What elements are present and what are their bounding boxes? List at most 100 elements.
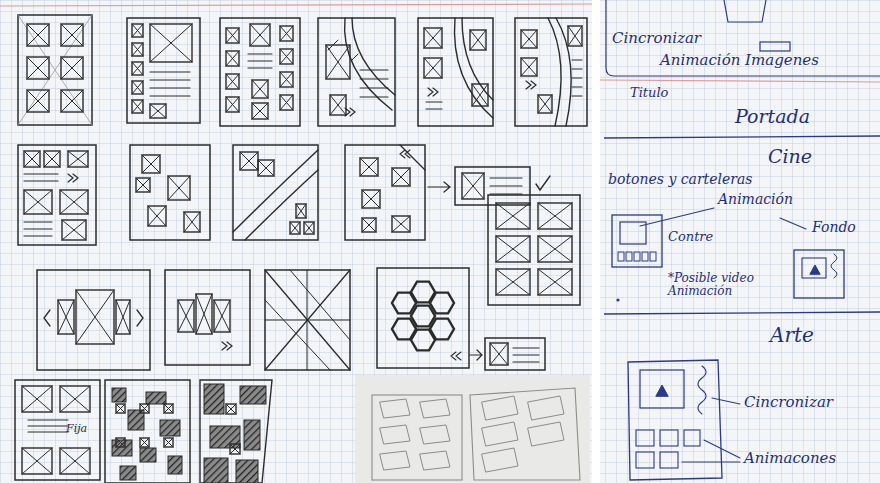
sketch-line bbox=[60, 448, 90, 474]
sketch-line bbox=[24, 151, 40, 167]
sketch-line bbox=[226, 28, 239, 43]
sketch-line bbox=[265, 320, 350, 321]
sketch-frame bbox=[226, 74, 239, 89]
sketch-line bbox=[248, 67, 272, 68]
sketch-line bbox=[24, 228, 52, 229]
sketch-line bbox=[326, 45, 350, 79]
sketch-stroke bbox=[470, 350, 482, 360]
hexagon-cell bbox=[411, 330, 435, 351]
sketch-line bbox=[58, 300, 74, 334]
sketch-frame bbox=[230, 444, 240, 454]
sketch-frame bbox=[280, 72, 293, 87]
sketch-frame bbox=[168, 456, 182, 474]
sketch-frame bbox=[18, 145, 96, 245]
sketch-line bbox=[150, 24, 192, 62]
sketch-stroke bbox=[200, 380, 272, 483]
sketch-frame bbox=[116, 300, 130, 334]
handwritten-note: Animación Imagenes bbox=[660, 52, 819, 69]
sketch-frame bbox=[120, 466, 136, 480]
sketch-line bbox=[184, 212, 200, 232]
sketch-stroke bbox=[454, 18, 493, 118]
sketch-line bbox=[304, 222, 314, 234]
sketch-line bbox=[513, 354, 539, 355]
sketch-frame bbox=[184, 212, 200, 232]
sketch-frame bbox=[204, 458, 228, 483]
sketch-frame bbox=[345, 145, 425, 240]
sketch-frame bbox=[377, 268, 469, 368]
sketch-line bbox=[27, 57, 49, 79]
sketch-frame bbox=[538, 269, 572, 295]
sketch-line bbox=[24, 221, 52, 222]
sketch-line bbox=[214, 300, 230, 332]
sketch-frame bbox=[164, 438, 173, 447]
sketch-line bbox=[27, 24, 49, 46]
sketch-frame bbox=[112, 388, 126, 402]
sketch-frame bbox=[684, 430, 700, 446]
sketch-line bbox=[252, 103, 268, 119]
sketch-stroke bbox=[233, 150, 318, 232]
sketch-line bbox=[280, 72, 293, 87]
sketch-line bbox=[496, 203, 530, 229]
sketch-frame bbox=[362, 218, 376, 232]
sketch-line bbox=[60, 190, 88, 214]
sketch-line bbox=[304, 222, 314, 234]
sketch-line bbox=[230, 444, 240, 454]
sketch-frame bbox=[538, 236, 572, 262]
sketch-line bbox=[116, 300, 130, 334]
sketch-frame bbox=[24, 190, 52, 214]
sketch-frame bbox=[142, 155, 160, 173]
sketch-line bbox=[27, 90, 49, 112]
sketch-frame bbox=[140, 404, 149, 413]
handwritten-note: Animacones bbox=[744, 450, 836, 467]
sketch-frame bbox=[226, 51, 239, 66]
sketch-stroke bbox=[380, 425, 410, 444]
sketch-line bbox=[265, 270, 350, 370]
sketch-line bbox=[132, 81, 143, 94]
sketch-frame bbox=[618, 252, 624, 261]
sketch-line bbox=[226, 97, 239, 112]
sketch-frame bbox=[472, 84, 488, 106]
sketch-frame bbox=[112, 440, 132, 456]
sketch-frame bbox=[418, 18, 493, 126]
sketch-frame bbox=[634, 252, 640, 261]
sketch-frame bbox=[538, 203, 572, 229]
sketch-line bbox=[140, 438, 149, 447]
sketch-frame bbox=[140, 448, 156, 462]
sketch-line bbox=[568, 26, 582, 46]
hexagon-cell bbox=[411, 306, 435, 327]
sketch-line bbox=[132, 62, 143, 75]
sketch-line bbox=[140, 438, 149, 447]
sketch-line bbox=[226, 51, 239, 66]
sketch-line bbox=[280, 72, 293, 87]
sketch-line bbox=[496, 203, 530, 229]
sketch-line bbox=[24, 173, 58, 174]
sketch-line bbox=[513, 361, 539, 362]
sketch-line bbox=[572, 86, 582, 87]
sketch-line bbox=[360, 158, 378, 176]
sketch-frame bbox=[226, 28, 239, 43]
sketch-line bbox=[490, 185, 522, 186]
sketch-line bbox=[572, 59, 582, 60]
sketch-line bbox=[521, 58, 537, 76]
hexagon-cell bbox=[392, 293, 416, 314]
sketch-stroke bbox=[428, 182, 450, 192]
sketch-line bbox=[76, 290, 114, 344]
sketch-frame bbox=[204, 384, 224, 414]
sketch-line bbox=[330, 95, 346, 115]
sketch-line bbox=[424, 58, 442, 78]
sketch-stroke bbox=[400, 150, 410, 158]
sketch-line bbox=[572, 95, 582, 96]
sketch-frame bbox=[360, 158, 378, 176]
sketch-frame bbox=[660, 452, 678, 468]
sketch-line bbox=[392, 216, 410, 232]
sketch-stroke bbox=[831, 254, 837, 278]
sketch-line bbox=[250, 24, 270, 46]
sketch-line bbox=[538, 203, 572, 229]
sketch-line bbox=[136, 178, 150, 192]
sketch-frame bbox=[60, 386, 90, 412]
sketch-line bbox=[60, 190, 88, 214]
sketch-line bbox=[22, 448, 52, 474]
sketch-stroke bbox=[698, 366, 706, 414]
sketch-frame bbox=[240, 152, 258, 170]
sketch-line bbox=[132, 100, 143, 113]
